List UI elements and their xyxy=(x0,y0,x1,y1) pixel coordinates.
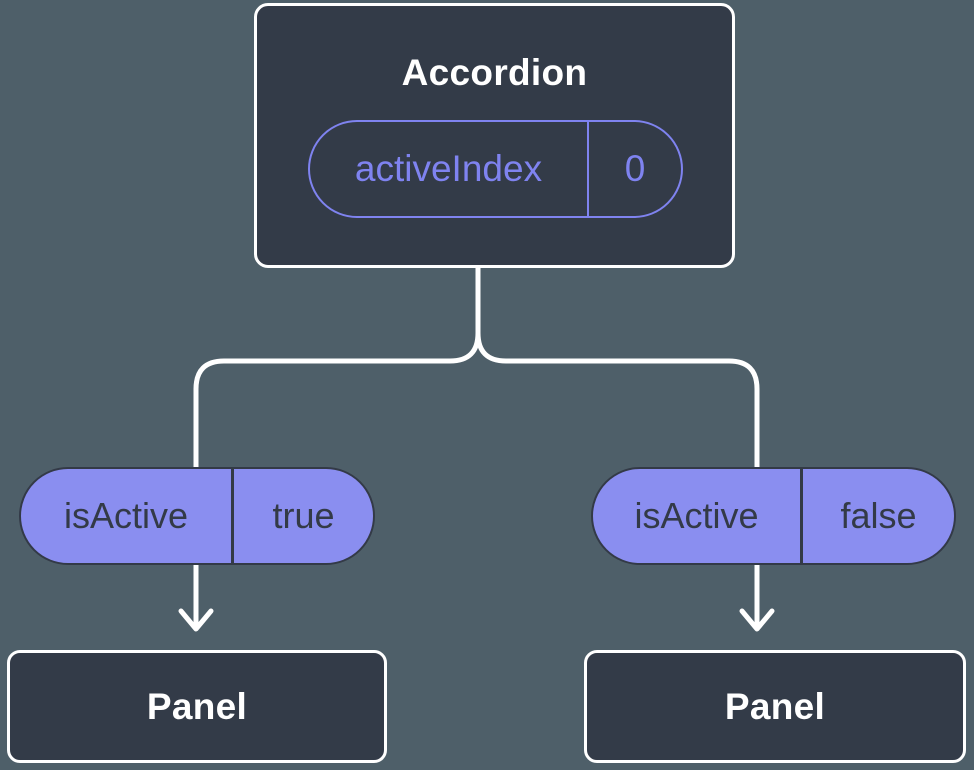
prop-pill-isactive-false: isActive false xyxy=(591,467,956,565)
node-accordion: Accordion activeIndex 0 xyxy=(254,3,735,268)
state-pill-activeindex: activeIndex 0 xyxy=(308,120,683,218)
arrowhead-left-icon xyxy=(178,608,214,632)
node-panel-right: Panel xyxy=(584,650,966,763)
connector-left-branch xyxy=(193,259,481,631)
prop-name-label: isActive xyxy=(21,469,234,563)
node-accordion-title: Accordion xyxy=(401,52,588,93)
prop-value-label: true xyxy=(272,495,335,536)
connector-right-branch xyxy=(475,259,760,631)
node-panel-title: Panel xyxy=(724,685,826,727)
prop-value-label: false xyxy=(840,495,917,536)
prop-pill-isactive-true: isActive true xyxy=(19,467,375,565)
prop-name-label: isActive xyxy=(593,469,803,563)
arrowhead-right-icon xyxy=(739,608,775,632)
node-panel-title: Panel xyxy=(146,685,248,727)
state-name-label: activeIndex xyxy=(310,122,589,216)
state-value-label: 0 xyxy=(624,148,646,189)
node-panel-left: Panel xyxy=(7,650,387,763)
